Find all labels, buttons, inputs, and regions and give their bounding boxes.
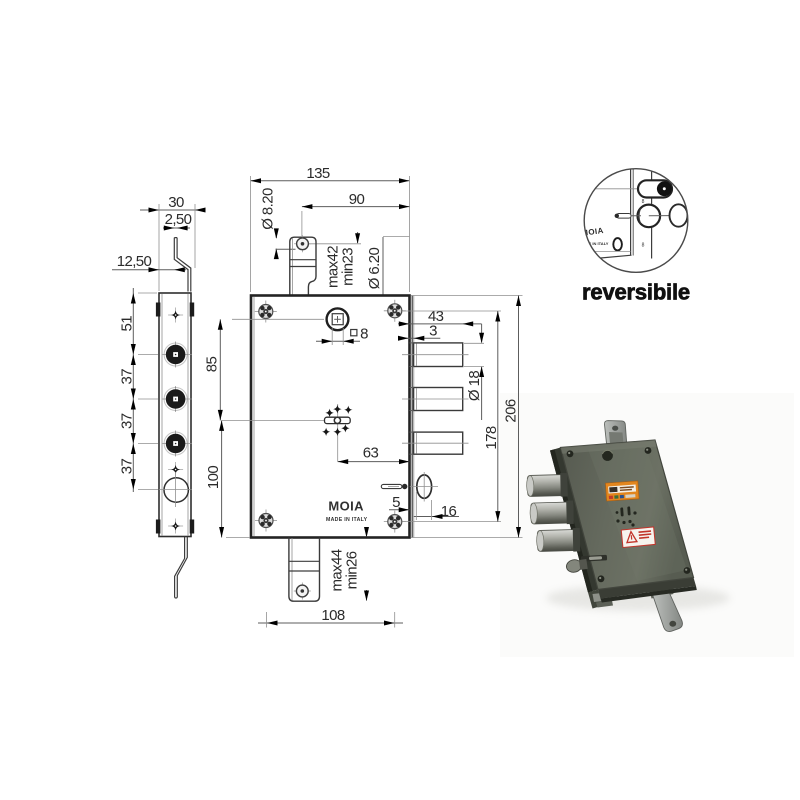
svg-text:2,50: 2,50 <box>165 211 192 228</box>
svg-text:37: 37 <box>119 413 136 429</box>
svg-text:MADE IN ITALY: MADE IN ITALY <box>326 517 368 523</box>
svg-text:108: 108 <box>321 607 344 624</box>
svg-text:Ø 8.20: Ø 8.20 <box>260 188 277 230</box>
svg-text:MOIA: MOIA <box>581 226 605 238</box>
svg-text:30: 30 <box>168 194 184 211</box>
svg-text:43: 43 <box>428 308 444 325</box>
svg-text:206: 206 <box>503 399 520 422</box>
svg-text:90: 90 <box>349 191 365 208</box>
svg-text:178: 178 <box>483 426 500 449</box>
svg-text:8: 8 <box>642 199 645 205</box>
svg-text:MOIA: MOIA <box>328 498 364 513</box>
svg-text:8: 8 <box>360 326 368 343</box>
svg-text:min23: min23 <box>340 248 357 286</box>
svg-text:min26: min26 <box>344 551 361 589</box>
svg-text:37: 37 <box>119 459 136 475</box>
svg-text:51: 51 <box>119 316 136 332</box>
svg-text:85: 85 <box>204 357 221 373</box>
svg-text:Ø 18: Ø 18 <box>466 371 483 401</box>
svg-text:5: 5 <box>392 494 400 511</box>
svg-text:8: 8 <box>642 243 645 249</box>
svg-text:16: 16 <box>441 503 457 520</box>
svg-text:Ø 6.20: Ø 6.20 <box>366 248 383 290</box>
svg-text:MADE IN ITALY: MADE IN ITALY <box>580 241 609 246</box>
svg-text:max42: max42 <box>325 246 342 288</box>
svg-text:12,50: 12,50 <box>117 253 152 270</box>
svg-text:reversibile: reversibile <box>582 280 690 305</box>
svg-text:63: 63 <box>363 445 379 462</box>
svg-text:100: 100 <box>205 466 222 489</box>
svg-text:135: 135 <box>306 165 329 182</box>
svg-text:37: 37 <box>119 369 136 385</box>
svg-text:max44: max44 <box>329 549 346 591</box>
svg-text:3: 3 <box>429 323 437 340</box>
